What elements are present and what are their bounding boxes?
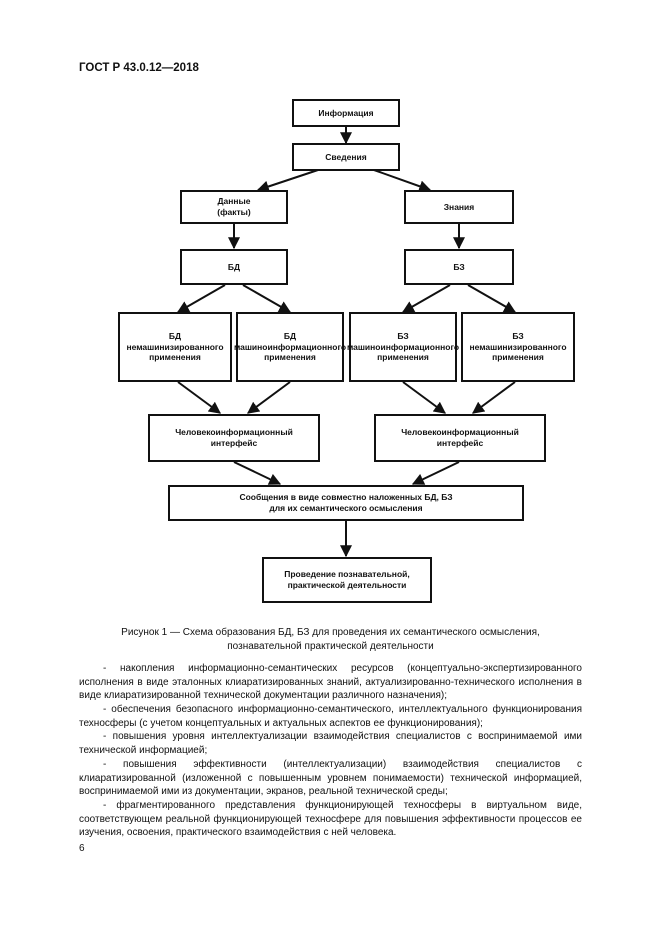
diagram-arrows	[176, 127, 517, 558]
figure-caption: Рисунок 1 — Схема образования БД, БЗ для…	[121, 627, 540, 652]
paragraph: - повышения эффективности (интеллектуали…	[79, 758, 582, 798]
arrow-bdn-interface	[177, 381, 221, 414]
arrow-bzm-interface	[402, 381, 446, 414]
box-conduct: Проведение познавательной, практической …	[262, 557, 432, 603]
page-number: 6	[79, 843, 85, 854]
arrow-bdm-interface	[247, 381, 291, 414]
box-bz-mashin: БЗ машиноинформационного применения	[347, 312, 459, 382]
paragraph: - накопления информационно-семантических…	[79, 663, 582, 702]
box-dannye: Данные (факты)	[180, 190, 288, 224]
paragraph: - фрагментированного представления функц…	[79, 799, 582, 839]
box-svedeniya: Сведения	[292, 143, 400, 171]
box-bd-mashin: БД машиноинформационного применения	[234, 312, 346, 382]
arrow-left-messages	[233, 461, 282, 485]
box-bd: БД	[180, 249, 288, 285]
box-bz-nemashin: БЗ немашинизированного применения	[461, 312, 575, 382]
box-znaniya: Знания	[404, 190, 514, 224]
arrow-bz-right	[467, 284, 517, 313]
standard-id: ГОСТ Р 43.0.12—2018	[79, 62, 199, 74]
paragraph: - повышения уровня интеллектуализации вз…	[79, 731, 582, 757]
paragraph: - обеспечения безопасного информационно-…	[79, 704, 582, 729]
box-interface-left: Человекоинформационный интерфейс	[148, 414, 320, 462]
arrow-bz-left	[401, 284, 451, 313]
box-bz: БЗ	[404, 249, 514, 285]
arrow-svedeniya-znaniya	[373, 169, 432, 193]
box-interface-right: Человекоинформационный интерфейс	[374, 414, 546, 462]
body-text: - накопления информационно-семантических…	[79, 662, 582, 840]
arrow-right-messages	[411, 461, 460, 485]
box-messages: Сообщения в виде совместно наложенных БД…	[168, 485, 524, 521]
arrow-bzn-interface	[472, 381, 516, 414]
arrow-svedeniya-dannye	[256, 169, 319, 193]
arrow-bd-left	[176, 284, 226, 313]
box-information: Информация	[292, 99, 400, 127]
box-bd-nemashin: БД немашинизированного применения	[118, 312, 232, 382]
flow-diagram: Информация Сведения Данные (факты) Знани…	[118, 99, 575, 603]
arrow-bd-right	[242, 284, 292, 313]
